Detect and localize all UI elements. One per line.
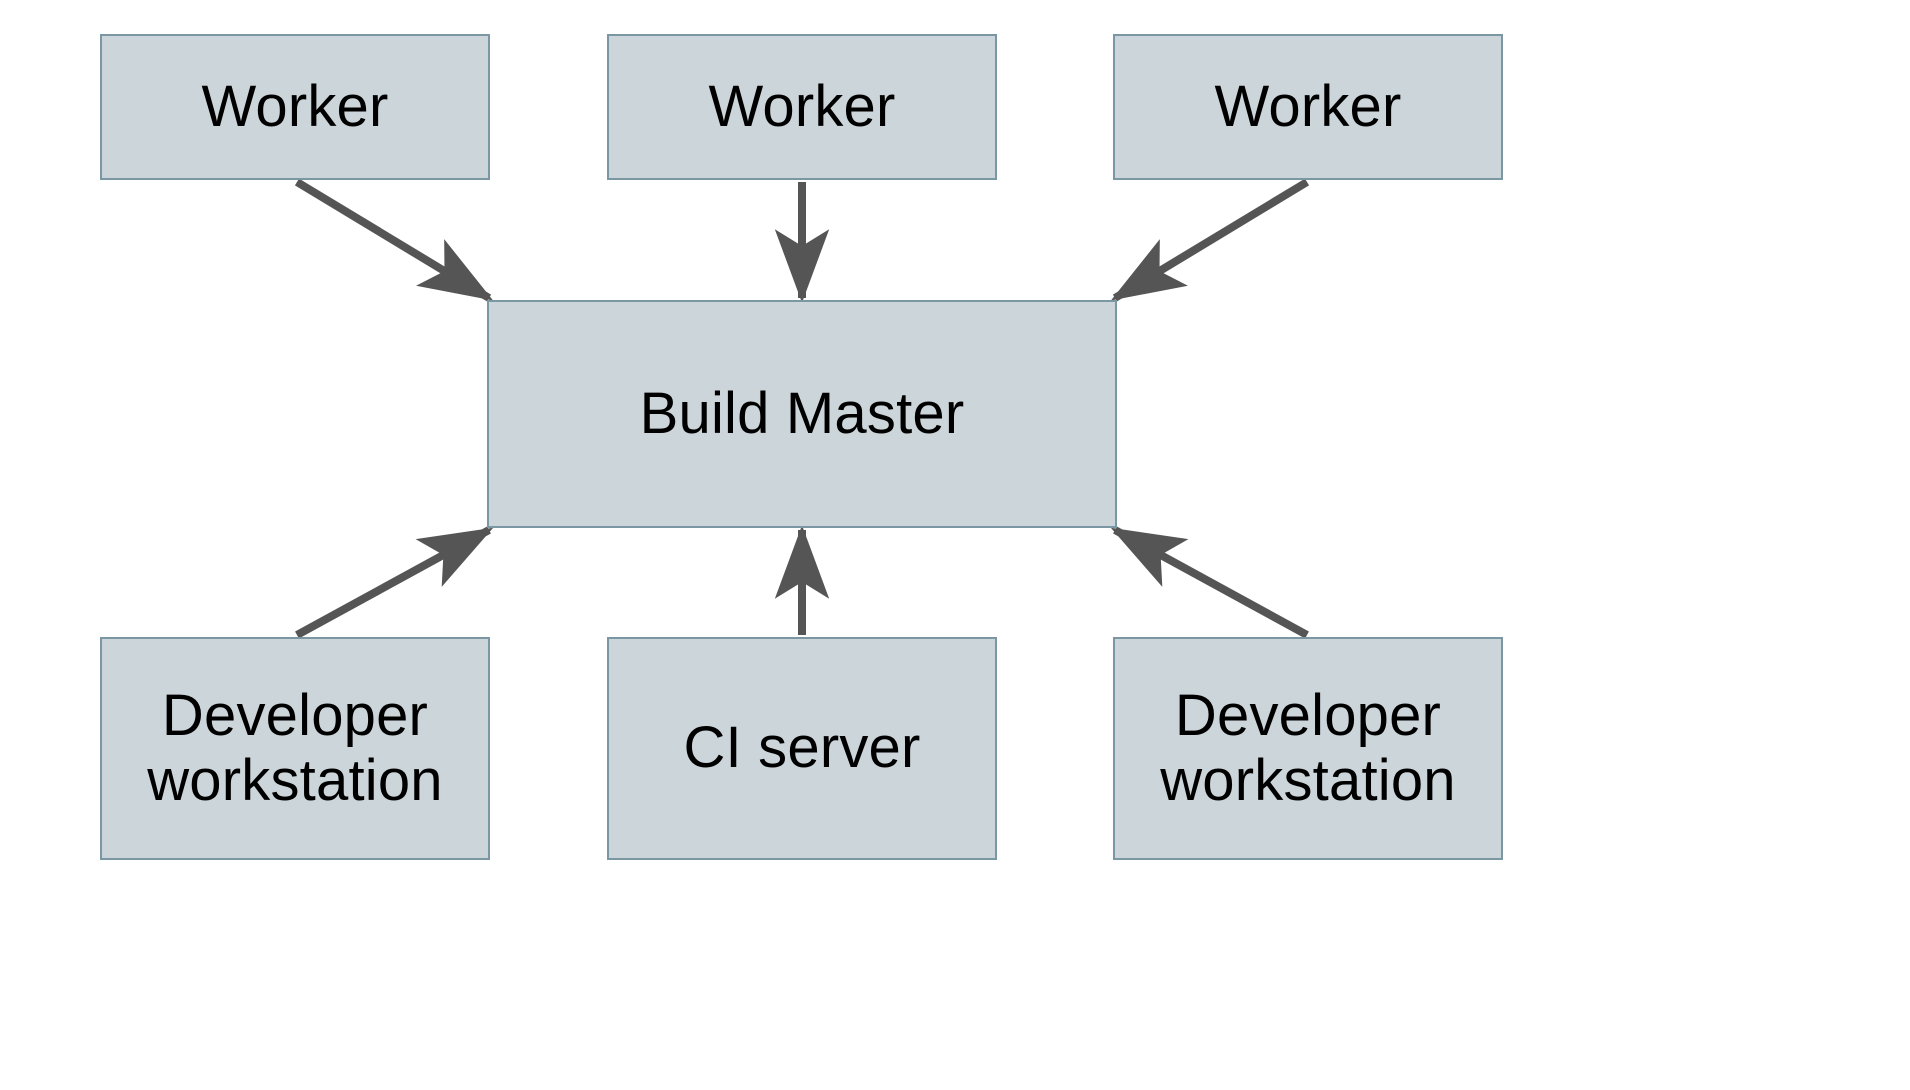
node-ci-server[interactable]: CI server — [607, 637, 997, 860]
node-build-master[interactable]: Build Master — [487, 300, 1117, 528]
node-build-master-label: Build Master — [639, 380, 965, 446]
edge-worker-1-to-build-master — [294, 178, 494, 302]
node-developer-workstation-right[interactable]: Developer workstation — [1113, 637, 1503, 860]
edge-dev-2-to-build-master — [1110, 526, 1309, 639]
node-developer-workstation-right-label: Developer workstation — [1160, 682, 1456, 813]
node-worker-1[interactable]: Worker — [100, 34, 490, 180]
edge-worker-3-to-build-master — [1110, 178, 1310, 302]
edge-dev-1-to-build-master — [295, 526, 494, 639]
node-worker-3-label: Worker — [1214, 73, 1402, 139]
node-developer-workstation-left[interactable]: Developer workstation — [100, 637, 490, 860]
node-ci-server-label: CI server — [683, 715, 921, 781]
node-developer-workstation-left-label: Developer workstation — [147, 682, 443, 813]
node-worker-3[interactable]: Worker — [1113, 34, 1503, 180]
node-worker-1-label: Worker — [201, 73, 389, 139]
node-worker-2[interactable]: Worker — [607, 34, 997, 180]
node-worker-2-label: Worker — [708, 73, 896, 139]
